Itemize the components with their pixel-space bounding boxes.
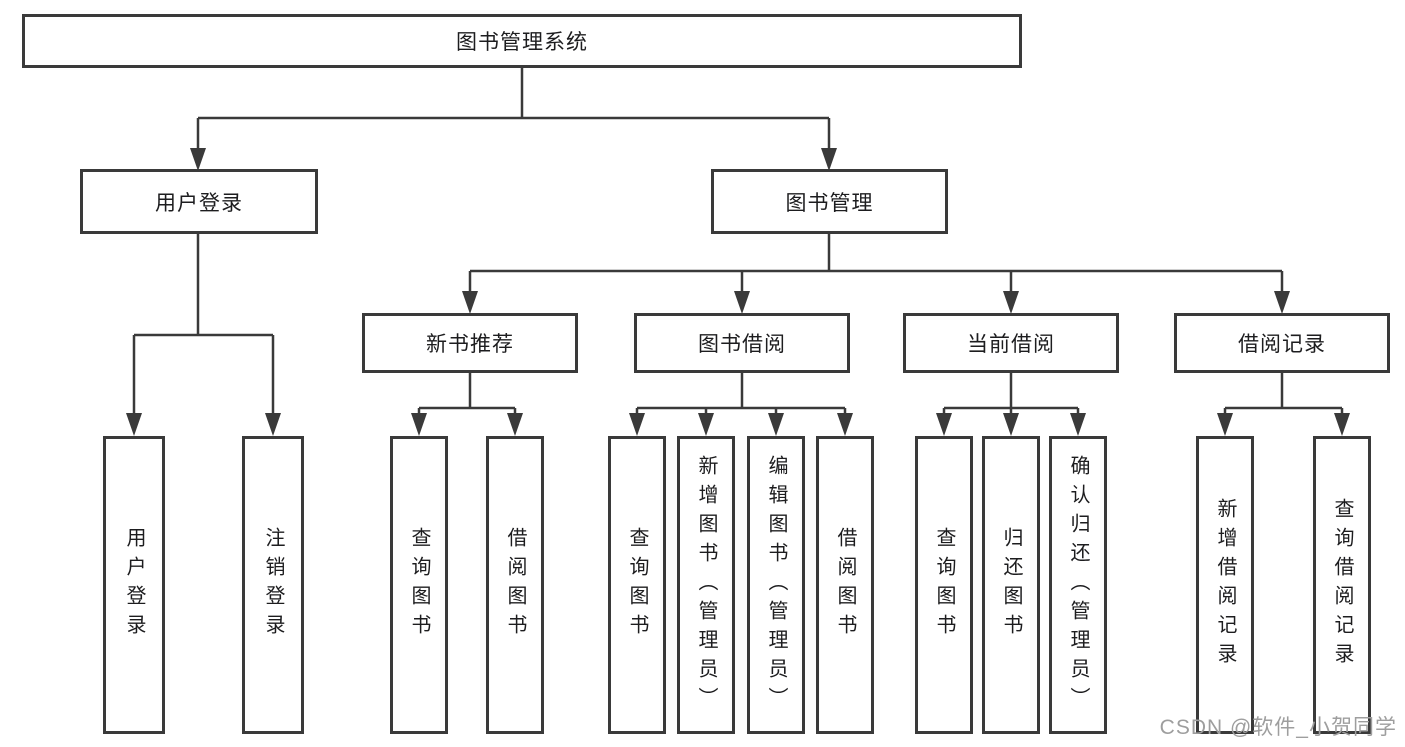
leaf-query-books-3: 查询图书: [915, 436, 973, 734]
leaf-confirm-return-admin: 确认归还（管理员）: [1049, 436, 1107, 734]
node-borrow-records-label: 借阅记录: [1238, 333, 1326, 356]
node-book-management: 图书管理: [711, 169, 948, 234]
node-user-login-label: 用户登录: [155, 191, 243, 215]
leaf-edit-book-admin: 编辑图书（管理员）: [747, 436, 805, 734]
node-book-borrow-label: 图书借阅: [698, 333, 786, 356]
leaf-user-login: 用户登录: [103, 436, 165, 734]
root-node-label: 图书管理系统: [456, 31, 588, 54]
leaf-logout: 注销登录: [242, 436, 304, 734]
node-new-book-recommend-label: 新书推荐: [426, 333, 514, 356]
leaf-return-books: 归还图书: [982, 436, 1040, 734]
node-user-login: 用户登录: [80, 169, 318, 234]
leaf-borrow-books-2: 借阅图书: [816, 436, 874, 734]
node-book-management-label: 图书管理: [785, 191, 874, 215]
watermark: CSDN @软件_小贺同学: [1159, 716, 1397, 739]
leaf-query-books-1: 查询图书: [390, 436, 448, 734]
leaf-add-book-admin: 新增图书（管理员）: [677, 436, 735, 734]
root-node: 图书管理系统: [22, 14, 1022, 68]
leaf-query-borrow-record: 查询借阅记录: [1313, 436, 1371, 734]
node-current-borrow-label: 当前借阅: [967, 333, 1055, 356]
node-book-borrow: 图书借阅: [634, 313, 850, 373]
node-new-book-recommend: 新书推荐: [362, 313, 578, 373]
node-borrow-records: 借阅记录: [1174, 313, 1390, 373]
leaf-borrow-books-1: 借阅图书: [486, 436, 544, 734]
node-current-borrow: 当前借阅: [903, 313, 1119, 373]
leaf-query-books-2: 查询图书: [608, 436, 666, 734]
leaf-add-borrow-record: 新增借阅记录: [1196, 436, 1254, 734]
